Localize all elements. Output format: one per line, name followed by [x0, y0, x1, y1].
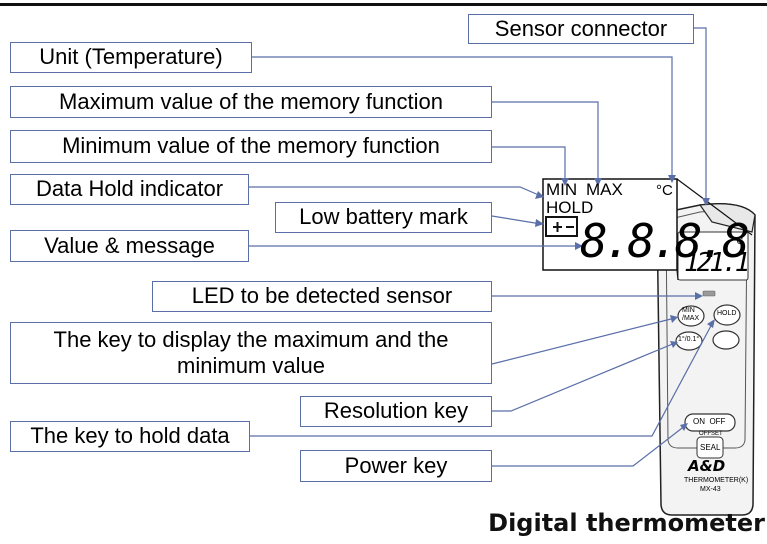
label-sensor-connector: Sensor connector: [468, 14, 694, 44]
label-minmax-key: The key to display the maximum and the m…: [10, 322, 492, 384]
label-power-key: Power key: [300, 450, 492, 482]
key-minmax-label-1: MIN: [682, 307, 695, 314]
top-rule: [0, 3, 767, 6]
figure-caption: Digital thermometer: [488, 509, 765, 537]
lcd-unit: °C: [656, 182, 673, 199]
power-key[interactable]: [684, 413, 736, 432]
lcd-max: MAX: [586, 180, 623, 199]
key-resolution-label: 1°/0.1°: [678, 336, 700, 343]
hold-key[interactable]: [713, 304, 741, 326]
lcd-digits: 8.8.8.8: [580, 214, 750, 268]
label-minimum-memory: Minimum value of the memory function: [10, 130, 492, 163]
offset-label: OFFSET: [699, 431, 723, 437]
lcd-panel: [542, 178, 753, 281]
key-power-label: ON OFF: [693, 417, 726, 426]
label-led-sensor: LED to be detected sensor: [152, 281, 492, 312]
leader-arrows: [535, 175, 715, 431]
label-data-hold: Data Hold indicator: [10, 174, 249, 205]
lcd-hold: HOLD: [546, 198, 594, 217]
model-label-1: THERMOMETER(K): [684, 477, 749, 484]
lcd-min: MIN: [546, 180, 578, 199]
battery-icon: [545, 216, 578, 237]
led-indicator: [702, 290, 716, 297]
label-resolution-key: Resolution key: [300, 396, 492, 427]
side-unit: °C: [733, 236, 744, 246]
label-unit-temperature: Unit (Temperature): [10, 42, 252, 73]
brand-logo: A&D: [688, 457, 726, 475]
label-hold-key: The key to hold data: [10, 421, 250, 452]
leader-lines: [249, 27, 714, 467]
minmax-key[interactable]: [677, 305, 705, 327]
key-minmax-label-2: /MAX: [682, 315, 700, 322]
seal-box: [696, 436, 724, 459]
model-label-2: MX-43: [700, 486, 721, 493]
label-value-message: Value & message: [10, 230, 249, 262]
thermometer-body: [656, 203, 756, 516]
resolution-key[interactable]: [675, 331, 703, 351]
side-value: 121.1: [684, 248, 750, 278]
seal-label: SEAL: [700, 443, 721, 452]
label-low-battery: Low battery mark: [275, 202, 492, 233]
blank-key[interactable]: [712, 330, 740, 350]
key-hold-label: HOLD: [717, 310, 737, 317]
label-maximum-memory: Maximum value of the memory function: [10, 86, 492, 118]
